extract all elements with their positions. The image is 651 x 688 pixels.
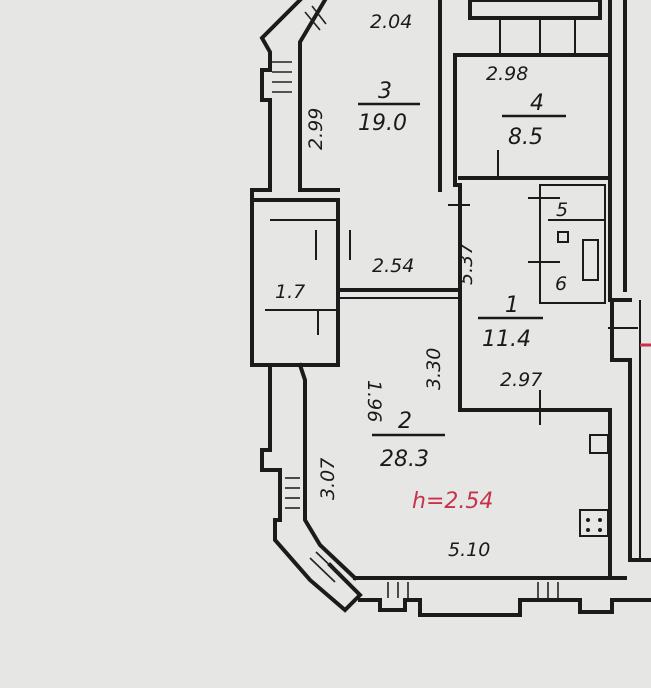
room-2-label: 2 28.3 <box>372 409 445 472</box>
dimension-label: 3.30 <box>423 348 445 390</box>
dimension-labels: 2.04 2.99 2.98 5.37 2.54 1.96 3.30 2.97 … <box>275 11 542 561</box>
room-area: 8.5 <box>508 125 543 150</box>
room-area: 11.4 <box>482 327 531 352</box>
dimension-label: 1.96 <box>363 380 385 422</box>
dimension-label: 2.54 <box>372 255 414 277</box>
dimension-label: 5.37 <box>455 243 477 285</box>
dimension-label: 2.04 <box>370 11 412 33</box>
door-marks <box>315 150 638 425</box>
ceiling-height-annotation: h=2.54 <box>412 343 651 514</box>
dimension-label: 1.7 <box>275 281 305 303</box>
room-number: 3 <box>378 79 392 104</box>
room-6-number: 6 <box>555 273 567 295</box>
dimension-label: 3.07 <box>317 458 339 500</box>
room-area: 28.3 <box>380 447 429 472</box>
room-number: 2 <box>398 409 412 434</box>
dimension-label: 5.10 <box>448 539 490 561</box>
walls <box>250 0 651 617</box>
room-3-label: 3 19.0 <box>358 79 420 136</box>
ceiling-height-label: h=2.54 <box>412 489 493 514</box>
dimension-label: 2.98 <box>486 63 528 85</box>
room-area: 19.0 <box>358 111 407 136</box>
room-number: 4 <box>530 91 544 116</box>
dimension-label: 2.99 <box>305 108 327 150</box>
window-hatches <box>272 5 559 598</box>
dimension-label: 2.97 <box>500 369 542 391</box>
room-number: 1 <box>505 293 519 318</box>
room-4-label: 4 8.5 <box>502 91 566 150</box>
room-5-number: 5 <box>556 199 568 221</box>
room-1-label: 1 11.4 <box>478 293 543 352</box>
